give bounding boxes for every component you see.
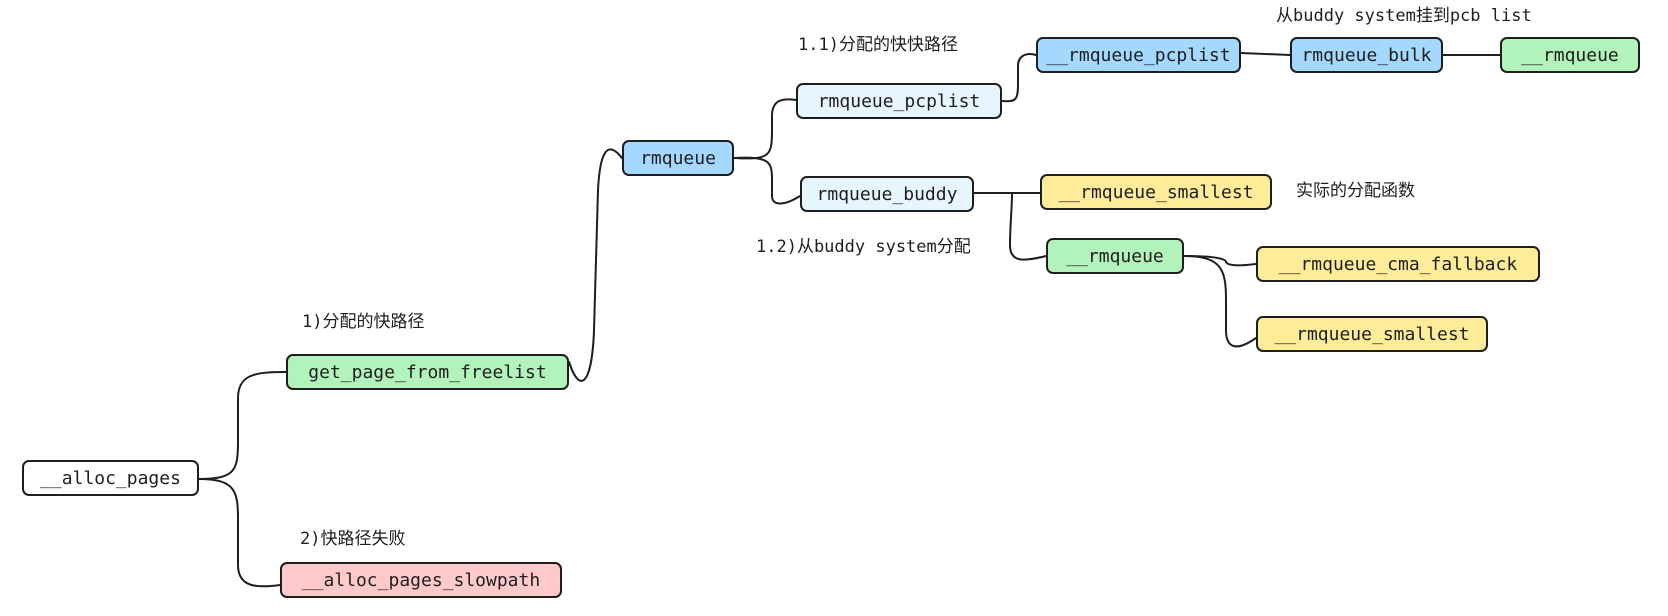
label-attach-pcb: 从buddy system挂到pcb list [1276, 6, 1532, 26]
node-rmqueue-inner-top[interactable]: __rmqueue [1500, 37, 1640, 73]
node-rmqueue-bulk[interactable]: rmqueue_bulk [1290, 37, 1443, 73]
node-alloc-pages-slowpath[interactable]: __alloc_pages_slowpath [280, 562, 562, 598]
link-freelist-to-rmqueue [568, 148, 623, 382]
link-alloc-to-slowpath [198, 478, 281, 588]
node-get-page-from-freelist[interactable]: get_page_from_freelist [286, 354, 569, 390]
node-rmqueue-cma-fallback[interactable]: __rmqueue_cma_fallback [1256, 246, 1540, 282]
label-fast-fast-path: 1.1)分配的快快路径 [798, 35, 958, 55]
link-buddy-to-rmqueue-mid [1008, 192, 1047, 261]
node-rmqueue-pcplist-inner[interactable]: __rmqueue_pcplist [1036, 37, 1241, 73]
link-pcplist-to-pcplist2 [1001, 53, 1037, 103]
link-pcplist2-to-bulk [1240, 52, 1291, 56]
node-rmqueue-inner-mid[interactable]: __rmqueue [1046, 238, 1184, 274]
node-rmqueue-buddy[interactable]: rmqueue_buddy [800, 176, 974, 212]
node-rmqueue-smallest-a[interactable]: __rmqueue_smallest [1040, 174, 1272, 210]
link-rmqueue-mid-to-smallest-b [1183, 255, 1257, 348]
node-rmqueue[interactable]: rmqueue [622, 140, 734, 176]
node-rmqueue-pcplist[interactable]: rmqueue_pcplist [796, 83, 1002, 119]
node-rmqueue-smallest-b[interactable]: __rmqueue_smallest [1256, 316, 1488, 352]
link-rmqueue-to-pcplist [733, 98, 797, 160]
link-alloc-to-freelist [198, 371, 287, 480]
label-actual-alloc: 实际的分配函数 [1296, 181, 1415, 201]
label-fast-path-failed: 2)快路径失败 [300, 529, 406, 549]
label-fast-path: 1)分配的快路径 [302, 312, 425, 332]
link-rmqueue-mid-to-cma [1183, 255, 1257, 267]
link-rmqueue-to-buddy [733, 156, 801, 205]
node-alloc-pages[interactable]: __alloc_pages [22, 460, 199, 496]
label-from-buddy: 1.2)从buddy system分配 [756, 237, 971, 257]
